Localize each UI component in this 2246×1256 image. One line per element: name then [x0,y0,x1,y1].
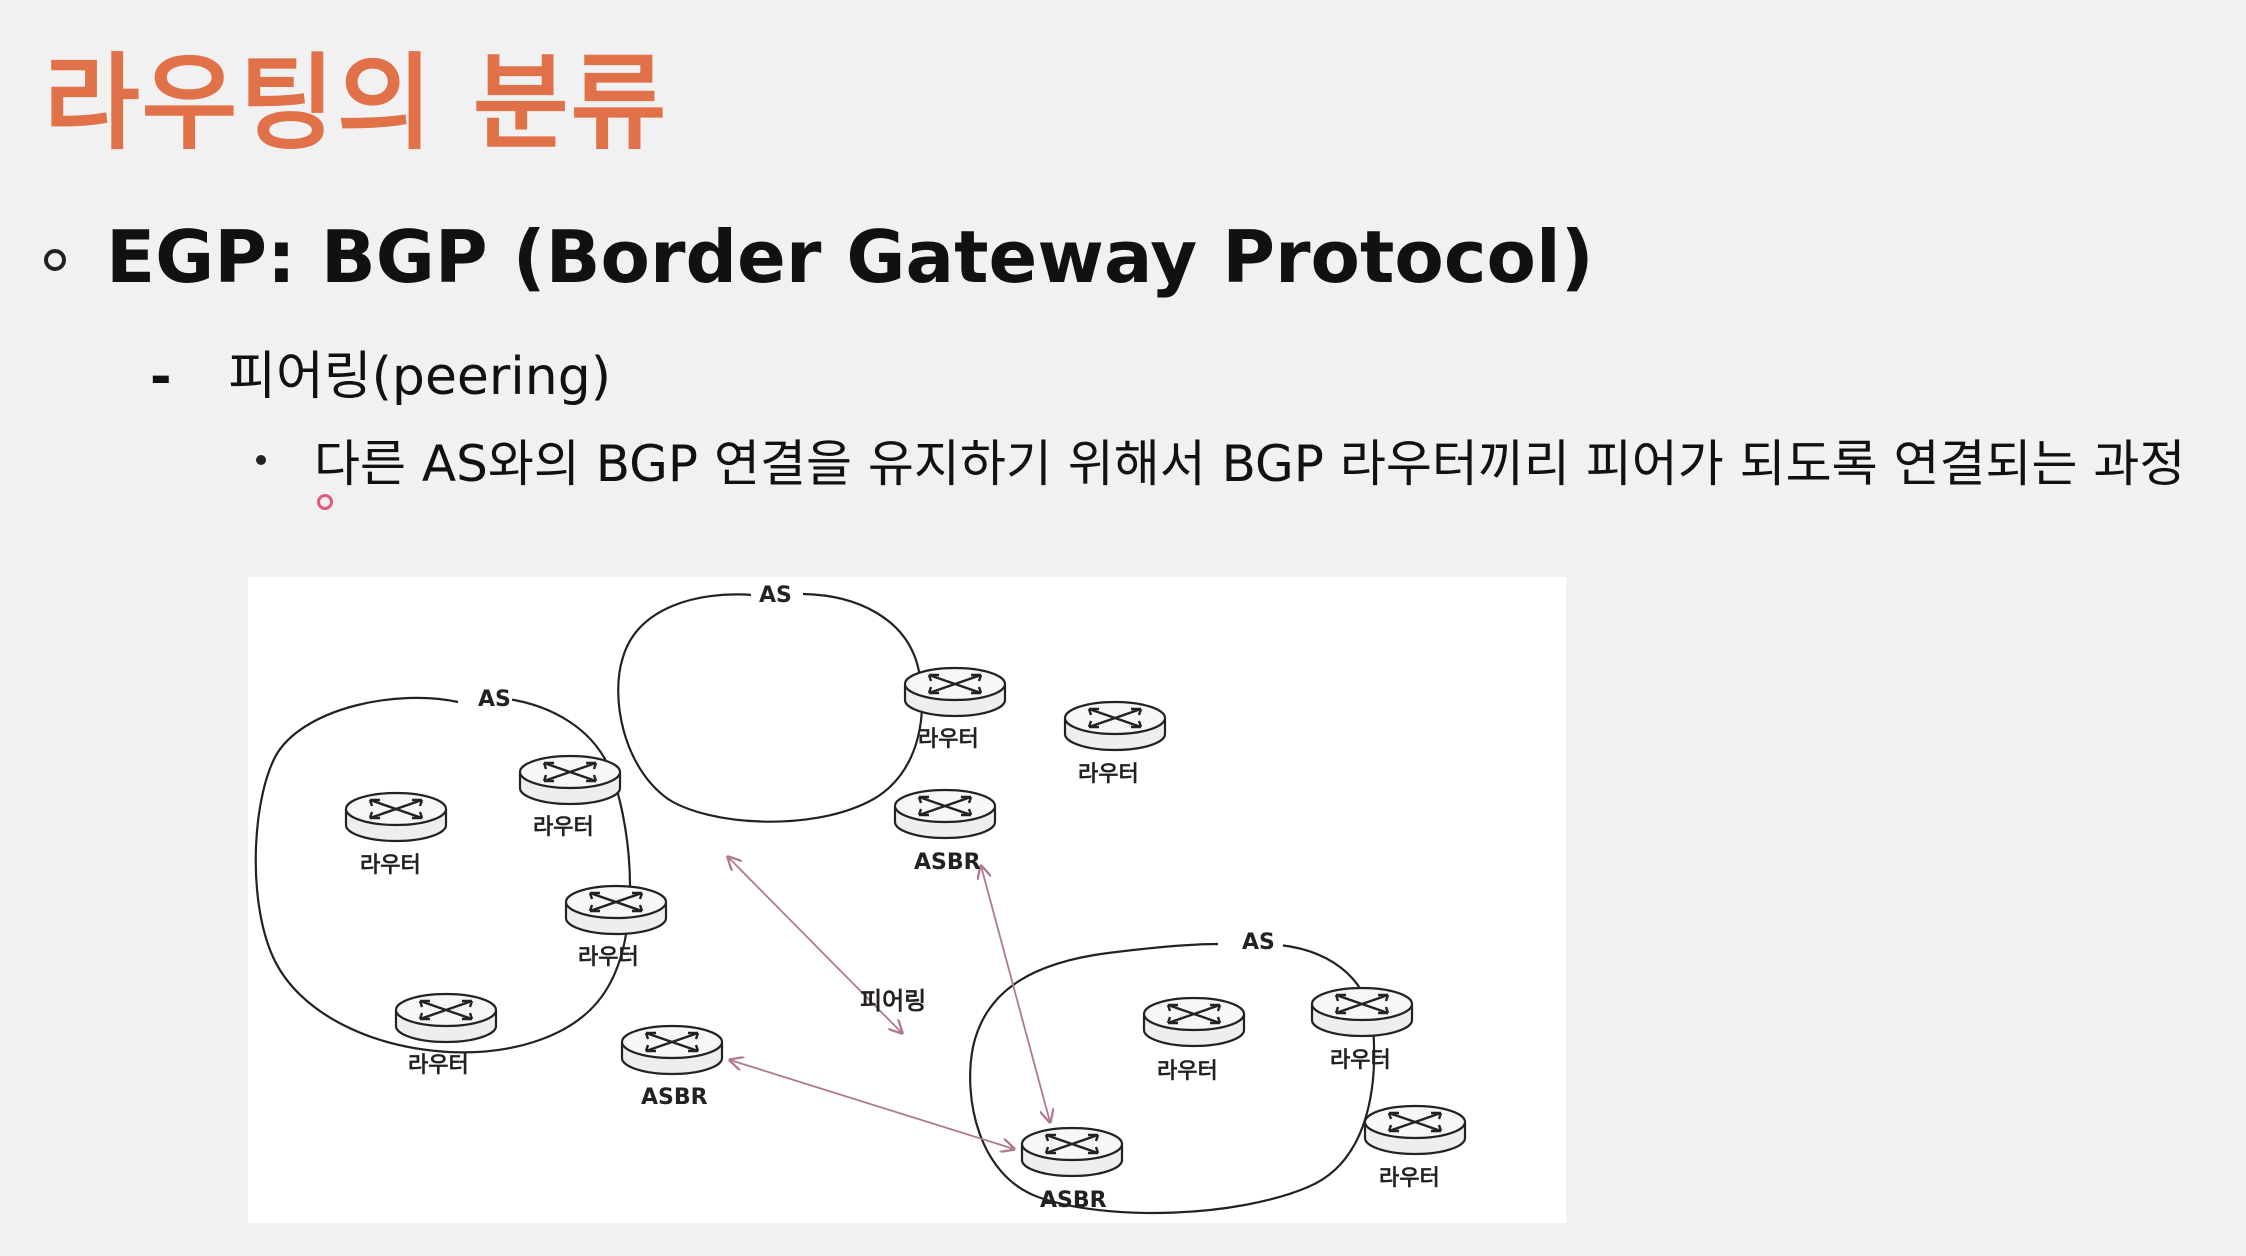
bullet-peering-description-text: 다른 AS와의 BGP 연결을 유지하기 위해서 BGP 라우터끼리 피어가 되… [314,435,2186,493]
as-left-label: AS [478,687,511,712]
router-top-1-label: 라우터 [918,727,979,752]
bgp-peering-diagram: AS AS AS 피어링 라우터 라우터 라우터 라우터 ASBR 라우터 라우… [248,577,1566,1223]
router-left-3-label: 라우터 [578,945,639,970]
as-top-boundary [617,592,924,823]
dash-bullet-icon: - [150,347,172,407]
asbr-left-label: ASBR [641,1085,708,1110]
peering-arrow-left-top [728,857,902,1033]
dot-bullet-icon [256,455,266,465]
router-top-2-label: 라우터 [1078,762,1139,787]
peering-label: 피어링 [860,987,926,1015]
router-right-1 [1142,996,1246,1048]
slide-title: 라우팅의 분류 [44,42,669,164]
bullet-egp-bgp-text: EGP: BGP (Border Gateway Protocol) [106,215,1594,299]
bullet-peering-text: 피어링(peering) [228,347,612,407]
as-left-label-bg [470,685,512,711]
bgp-peering-diagram-svg: AS AS AS 피어링 라우터 라우터 라우터 라우터 ASBR 라우터 라우… [254,580,1467,1215]
asbr-left [620,1024,724,1076]
router-top-1 [903,666,1007,718]
router-right-2-label: 라우터 [1330,1048,1391,1073]
router-left-2 [518,754,622,806]
bullet-egp-bgp: EGP: BGP (Border Gateway Protocol) [44,215,1594,299]
pointer-cursor-icon [317,494,333,510]
as-right-label-bg [1234,928,1283,957]
router-left-1-label: 라우터 [360,853,421,878]
bullet-peering: - 피어링(peering) [150,334,611,409]
bullet-peering-description: 다른 AS와의 BGP 연결을 유지하기 위해서 BGP 라우터끼리 피어가 되… [256,424,2185,496]
router-left-4 [394,992,498,1044]
asbr-right-label: ASBR [1040,1188,1107,1213]
router-right-2 [1310,986,1414,1038]
router-left-2-label: 라우터 [533,815,594,840]
peering-arrow-top-right [981,866,1050,1122]
router-right-3 [1363,1104,1467,1156]
router-right-3-label: 라우터 [1379,1166,1440,1191]
as-top-label-bg [751,580,795,606]
asbr-right [1020,1126,1124,1178]
peering-arrow-left-right [730,1060,1014,1149]
router-left-1 [344,791,448,843]
router-left-4-label: 라우터 [408,1053,469,1078]
router-right-1-label: 라우터 [1157,1059,1218,1084]
asbr-top-label: ASBR [914,850,981,875]
router-top-2 [1063,700,1167,752]
router-left-3 [564,884,668,936]
asbr-top [893,788,997,840]
as-right-label: AS [1242,930,1275,955]
as-top-label: AS [759,583,792,608]
hollow-circle-bullet-icon [44,249,66,271]
